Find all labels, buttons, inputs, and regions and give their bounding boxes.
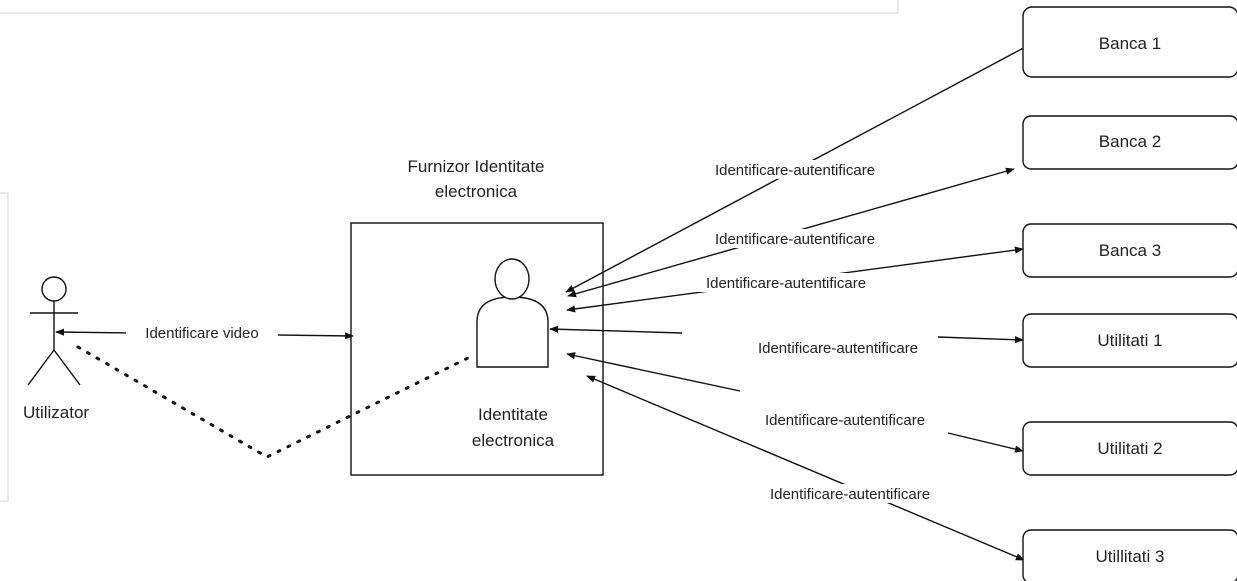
dotted-association-line (76, 345, 474, 459)
partner-utillitati-3[interactable]: Utillitati 3 (1022, 529, 1237, 581)
edge-label-5: Identificare-autentificare (738, 410, 952, 429)
partner-label: Utillitati 3 (1096, 547, 1165, 566)
partner-label: Utilitati 2 (1097, 439, 1162, 458)
provider-title-line1: Furnizor Identitate (407, 157, 544, 176)
partner-label: Banca 2 (1099, 132, 1161, 151)
background-frame-top (0, 0, 899, 14)
video-label-bg (126, 323, 278, 341)
edge-label-3: Identificare-autentificare (679, 273, 893, 292)
edge-utilitati-1-left[interactable] (549, 325, 683, 334)
identity-person-icon[interactable] (476, 258, 549, 368)
partner-utilitati-2[interactable]: Utilitati 2 (1022, 421, 1237, 476)
identity-label-line2: electronica (472, 431, 555, 450)
partner-label: Banca 3 (1099, 241, 1161, 260)
svg-text:Identificare-autentificare: Identificare-autentificare (715, 162, 875, 179)
partner-banca-2[interactable]: Banca 2 (1022, 115, 1237, 170)
identity-label-line1: Identitate (478, 405, 548, 424)
svg-text:Identificare-autentificare: Identificare-autentificare (758, 340, 918, 357)
video-identification-label: Identificare video (145, 325, 258, 342)
svg-text:Identificare-autentificare: Identificare-autentificare (706, 275, 866, 292)
edge-label-1: Identificare-autentificare (688, 160, 902, 179)
actor-label: Utilizator (23, 403, 89, 422)
svg-text:Identificare-autentificare: Identificare-autentificare (770, 486, 930, 503)
edge-utilitati-1-right[interactable] (937, 336, 1024, 344)
partner-label: Utilitati 1 (1097, 331, 1162, 350)
partner-banca-3[interactable]: Banca 3 (1022, 223, 1237, 278)
background-frame-left (0, 192, 9, 502)
edge-label-6: Identificare-autentificare (743, 484, 957, 503)
provider-title-line2: electronica (435, 182, 518, 201)
partner-label: Banca 1 (1099, 34, 1161, 53)
user-actor-icon[interactable] (27, 276, 81, 386)
edge-label-4: Identificare-autentificare (758, 340, 918, 357)
edge-utillitati-3[interactable] (586, 375, 1025, 561)
partner-utilitati-1[interactable]: Utilitati 1 (1022, 313, 1237, 368)
svg-text:Identificare-autentificare: Identificare-autentificare (715, 231, 875, 248)
edge-utilitati-2-right[interactable] (947, 432, 1024, 453)
edge-label-2: Identificare-autentificare (688, 229, 902, 248)
svg-text:Identificare-autentificare: Identificare-autentificare (765, 412, 925, 429)
partner-banca-1[interactable]: Banca 1 (1022, 6, 1237, 78)
